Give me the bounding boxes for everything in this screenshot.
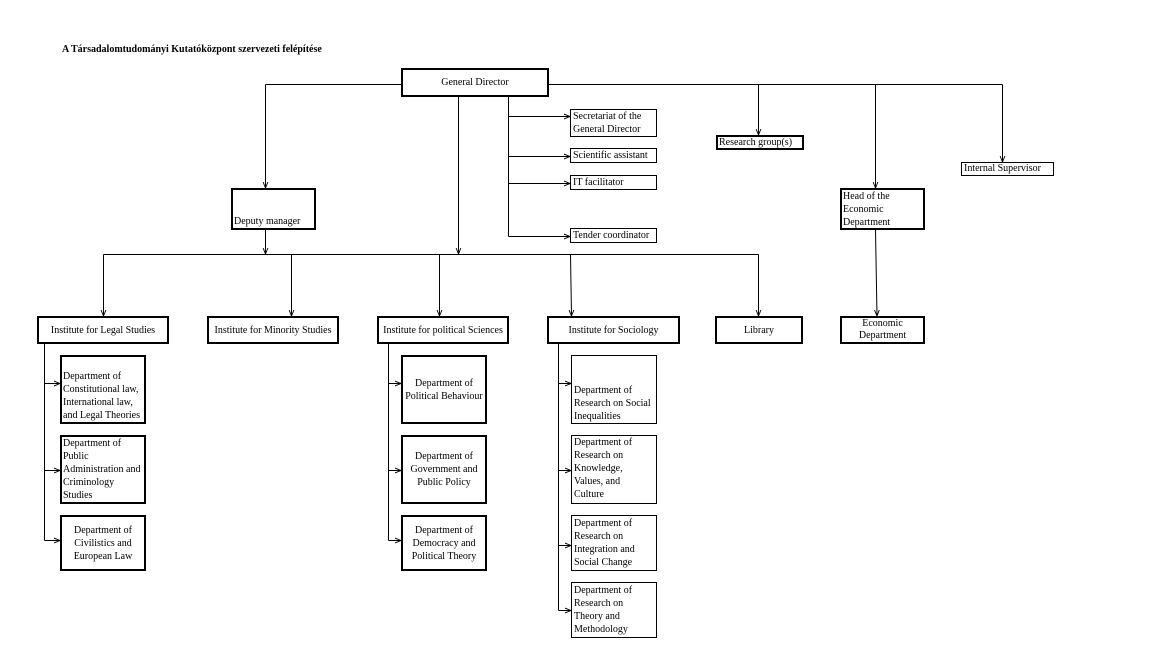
box-general-director: General Director [401, 68, 549, 97]
box-department-political-3: Department of Democracy and Political Th… [401, 515, 487, 571]
box-department-sociology-4: Department of Research on Theory and Met… [571, 582, 657, 638]
department-label: Department of Civilistics and European L… [73, 524, 133, 562]
it-facilitator-label: IT facilitator [573, 177, 624, 188]
internal-supervisor-label: Internal Supervisor [964, 163, 1041, 174]
box-economic-department: Economic Department [840, 316, 925, 344]
connector-sociology [571, 254, 572, 317]
box-deputy-manager: Deputy manager [231, 188, 316, 230]
department-label: Department of Research on Social Inequal… [574, 385, 651, 422]
department-label: Department of Political Behaviour [405, 377, 483, 402]
connector-economic-department [876, 229, 878, 316]
box-research-groups: Research group(s) [716, 135, 804, 150]
box-institute-minority-studies: Institute for Minority Studies [207, 316, 339, 344]
department-label: Department of Research on Integration an… [574, 518, 635, 568]
scientific-assistant-label: Scientific assistant [573, 150, 648, 161]
box-tender-coordinator: Tender coordinator [570, 228, 657, 243]
box-secretariat: Secretariat of the General Director [570, 109, 657, 137]
department-label: Department of Democracy and Political Th… [411, 524, 477, 562]
department-label: Department of Research on Theory and Met… [574, 585, 633, 635]
institute-label: Institute for political Sciences [383, 324, 503, 336]
department-label: Department of Public Administration and … [63, 438, 141, 501]
research-groups-label: Research group(s) [719, 137, 793, 148]
tender-coordinator-label: Tender coordinator [573, 230, 650, 241]
head-economic-department-label: Head of the Economic Department [843, 191, 891, 228]
secretariat-label: Secretariat of the General Director [573, 111, 642, 135]
deputy-manager-label: Deputy manager [234, 216, 301, 227]
box-department-sociology-1: Department of Research on Social Inequal… [571, 355, 657, 424]
box-institute-sociology: Institute for Sociology [547, 316, 680, 344]
box-department-political-1: Department of Political Behaviour [401, 355, 487, 424]
box-it-facilitator: IT facilitator [570, 175, 657, 190]
department-label: Department of Government and Public Poli… [410, 451, 478, 488]
box-department-legal-2: Department of Public Administration and … [60, 435, 146, 504]
department-label: Department of Research on Knowledge, Val… [574, 437, 633, 500]
box-institute-political-sciences: Institute for political Sciences [377, 316, 509, 344]
box-institute-legal-studies: Institute for Legal Studies [37, 316, 169, 344]
chart-title: A Társadalomtudományi Kutatóközpont szer… [62, 44, 322, 55]
box-scientific-assistant: Scientific assistant [570, 148, 657, 163]
department-label: Department of Constitutional law, Intern… [63, 371, 141, 421]
box-department-political-2: Department of Government and Public Poli… [401, 435, 487, 504]
economic-department-label: Economic Department [858, 318, 907, 341]
institute-label: Institute for Minority Studies [214, 324, 332, 336]
box-internal-supervisor: Internal Supervisor [961, 162, 1054, 176]
box-head-economic-department: Head of the Economic Department [840, 188, 925, 230]
box-department-sociology-2: Department of Research on Knowledge, Val… [571, 435, 657, 504]
box-department-sociology-3: Department of Research on Integration an… [571, 515, 657, 571]
institute-label: Institute for Legal Studies [50, 324, 156, 336]
box-department-legal-1: Department of Constitutional law, Intern… [60, 355, 146, 424]
box-library: Library [715, 316, 803, 344]
box-department-legal-3: Department of Civilistics and European L… [60, 515, 146, 571]
institute-label: Institute for Sociology [568, 324, 659, 336]
library-label: Library [744, 324, 774, 336]
general-director-label: General Director [441, 77, 509, 88]
